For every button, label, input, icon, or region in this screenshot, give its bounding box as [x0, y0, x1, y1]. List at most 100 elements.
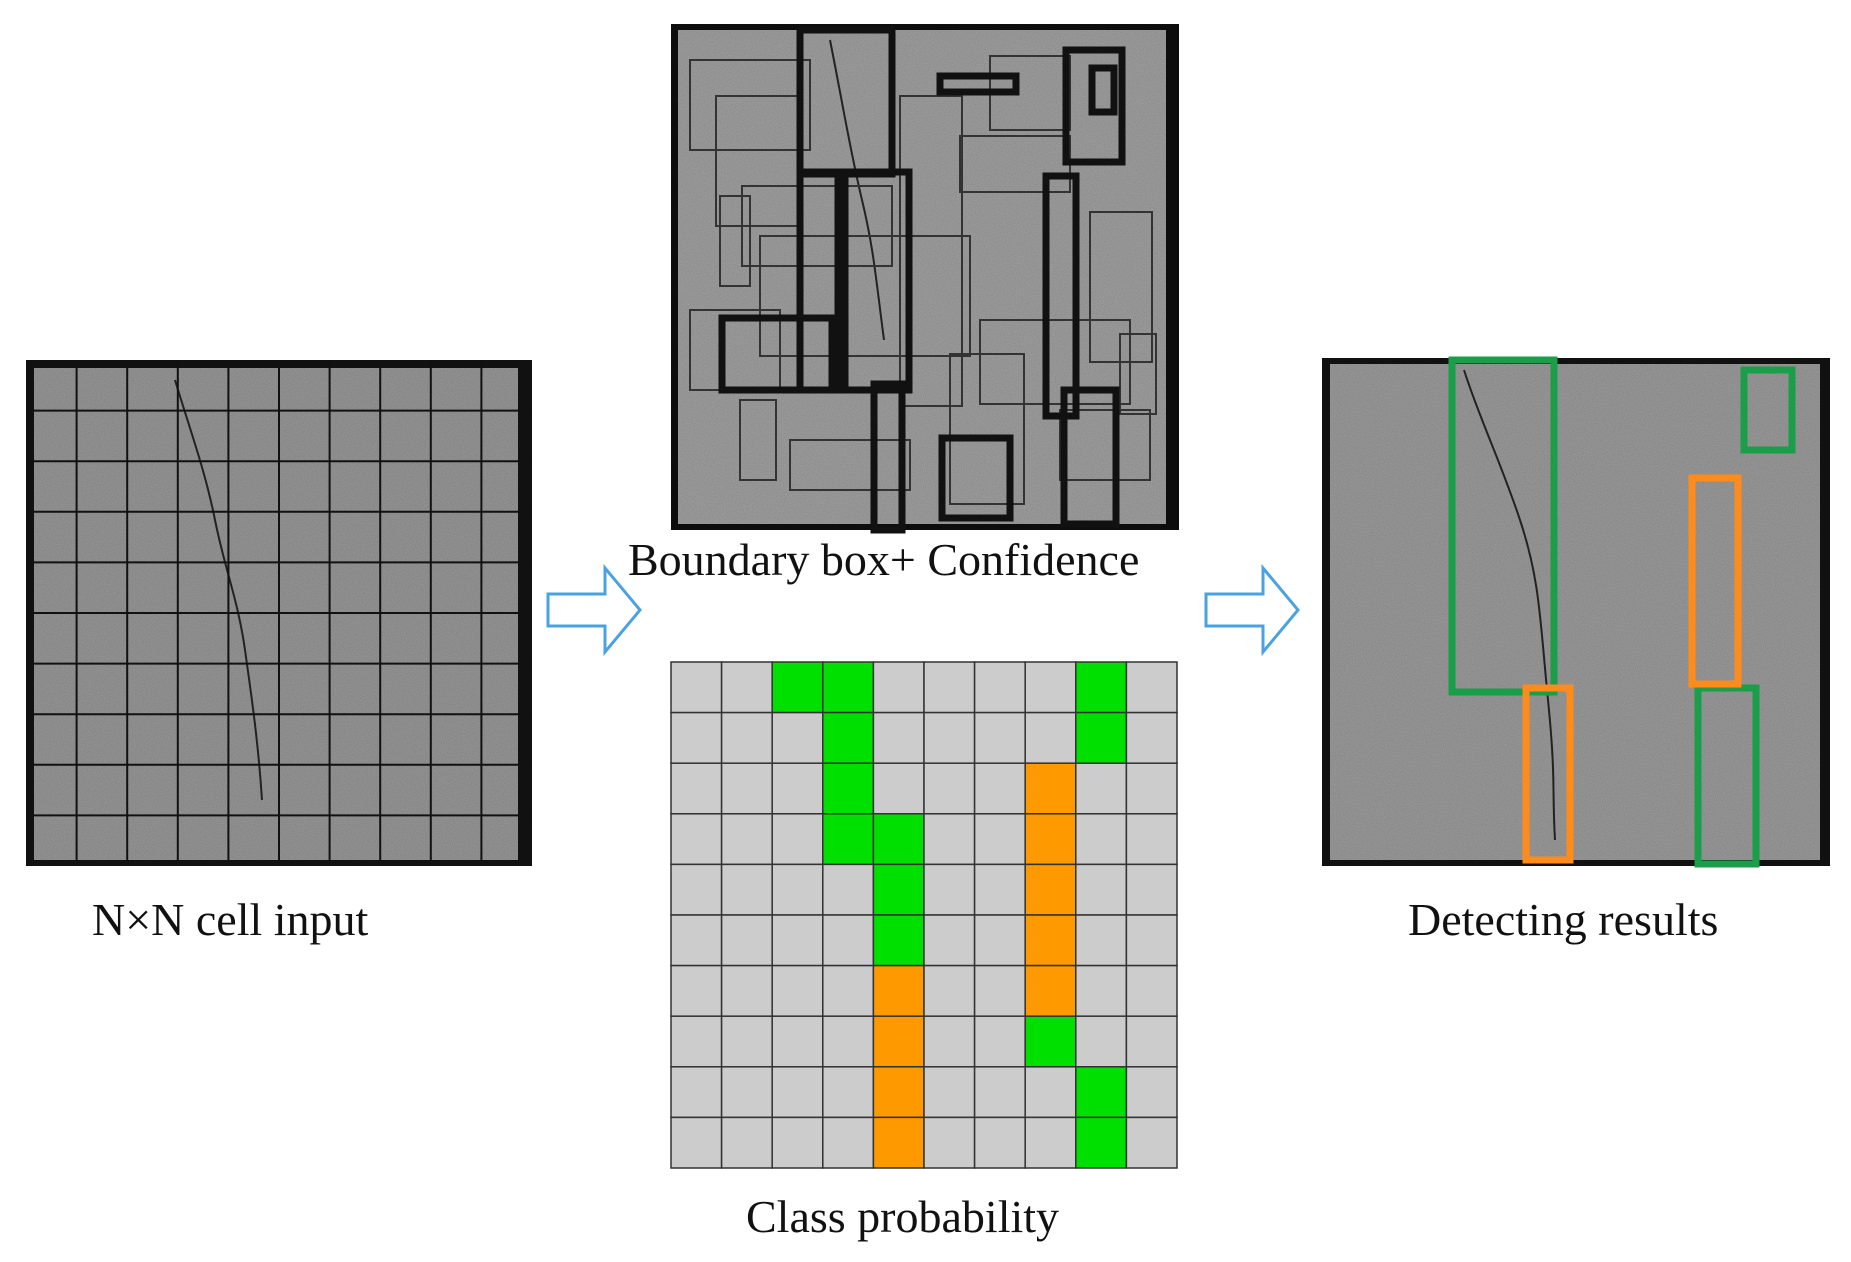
grid-cell — [720, 964, 773, 1017]
caption-boundary-box-confidence: Boundary box+ Confidence — [628, 534, 1139, 585]
grid-cell — [771, 813, 824, 866]
grid-cell — [1125, 1015, 1178, 1068]
grid-cell — [1125, 813, 1178, 866]
grid-cell-green — [822, 813, 875, 866]
grid-cell — [923, 1116, 976, 1169]
class-probability-grid — [670, 661, 1178, 1169]
grid-cell — [923, 863, 976, 916]
grid-cell — [822, 964, 875, 1017]
grid-cell — [1125, 1066, 1178, 1119]
grid-cell-orange — [872, 1015, 925, 1068]
grid-cell — [872, 762, 925, 815]
grid-cell-orange — [1024, 863, 1077, 916]
grid-cell — [720, 1066, 773, 1119]
green-detection-boxes — [1448, 356, 1796, 868]
grid-cell — [1075, 1015, 1128, 1068]
grid-cell — [1075, 914, 1128, 967]
grid-cell — [923, 964, 976, 1017]
grid-cell — [670, 1015, 723, 1068]
grid-cell — [1024, 1116, 1077, 1169]
caption-class-probability: Class probability — [746, 1191, 1059, 1242]
grid-cell — [771, 964, 824, 1017]
grid-cell — [822, 1015, 875, 1068]
grid-cell — [1125, 964, 1178, 1017]
crack-line — [1463, 369, 1556, 841]
grid-cell — [771, 1015, 824, 1068]
grid-cell — [670, 1066, 723, 1119]
grid-cell — [1125, 863, 1178, 916]
grid-cell-orange — [872, 1066, 925, 1119]
grid-cell — [1125, 762, 1178, 815]
grid-cell — [1125, 711, 1178, 764]
arrow-right-icon — [546, 563, 642, 657]
grid-cell — [720, 813, 773, 866]
grid-cell — [923, 914, 976, 967]
grid-cell — [771, 1066, 824, 1119]
grid-cell — [973, 1015, 1026, 1068]
bounding-box-panel — [671, 24, 1179, 534]
caption-detecting-results: Detecting results — [1408, 894, 1718, 945]
grid-cell-green — [822, 762, 875, 815]
grid-cell — [973, 914, 1026, 967]
grid-cell — [822, 1066, 875, 1119]
grid-cell — [1024, 711, 1077, 764]
grid-cell-green — [822, 711, 875, 764]
grid-cell — [923, 661, 976, 714]
grid-cell — [822, 914, 875, 967]
grid-cell — [720, 863, 773, 916]
grid-cell — [771, 762, 824, 815]
grid-cell — [670, 1116, 723, 1169]
grid-cell — [973, 964, 1026, 1017]
grid-cell-green — [822, 661, 875, 714]
grid-cell — [720, 1015, 773, 1068]
grid-cell — [720, 1116, 773, 1169]
grid-cell — [923, 711, 976, 764]
grid-cell — [923, 1066, 976, 1119]
grid-cell — [670, 711, 723, 764]
grid-cell — [720, 762, 773, 815]
grid-cell-orange — [1024, 762, 1077, 815]
grid-cell — [973, 711, 1026, 764]
grid-cell — [973, 762, 1026, 815]
grid-cell — [670, 762, 723, 815]
grid-cell — [670, 964, 723, 1017]
grid-cell — [1075, 964, 1128, 1017]
grid-cell — [822, 863, 875, 916]
grid-cell-green — [771, 661, 824, 714]
orange-detection-boxes — [1522, 474, 1742, 864]
grid-cell — [923, 1015, 976, 1068]
grid-cell — [720, 914, 773, 967]
grid-cell — [720, 711, 773, 764]
grid-cell-green — [1075, 1116, 1128, 1169]
crack-line — [829, 39, 885, 341]
grid-cell — [822, 1116, 875, 1169]
caption-cell-input: N×N cell input — [92, 894, 369, 945]
grid-cell — [771, 711, 824, 764]
grid-cell — [973, 661, 1026, 714]
grid-cell — [771, 1116, 824, 1169]
grid-cell-green — [872, 914, 925, 967]
grid-cell — [872, 711, 925, 764]
grid-cell-green — [1075, 1066, 1128, 1119]
grid-cell — [670, 661, 723, 714]
grid-cell — [1125, 661, 1178, 714]
grid-cell — [720, 661, 773, 714]
grid-cell — [1125, 914, 1178, 967]
grid-cell-green — [1075, 711, 1128, 764]
grid-cell — [670, 914, 723, 967]
grid-cell — [670, 813, 723, 866]
thick-predicted-boxes — [718, 26, 1126, 534]
grid-cell — [771, 863, 824, 916]
grid-cell-orange — [1024, 964, 1077, 1017]
grid-cell — [973, 813, 1026, 866]
grid-cell — [1075, 813, 1128, 866]
arrow-right-icon — [1204, 563, 1300, 657]
grid-cell — [973, 1116, 1026, 1169]
grid-cell — [973, 863, 1026, 916]
grid-cell — [670, 863, 723, 916]
crack-line — [174, 379, 263, 801]
grid-cell — [973, 1066, 1026, 1119]
detection-results-panel — [1322, 356, 1830, 868]
grid-cell-orange — [872, 964, 925, 1017]
